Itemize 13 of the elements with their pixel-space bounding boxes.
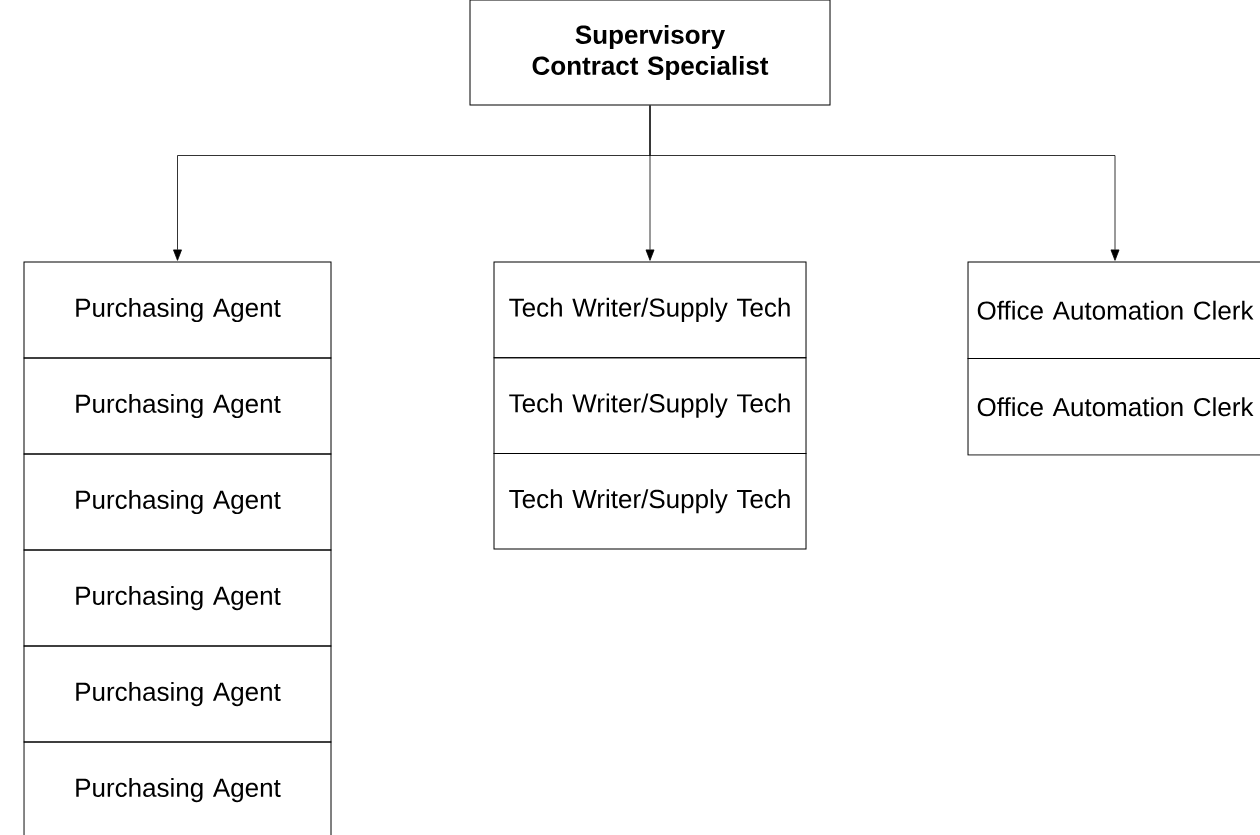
role-box: Purchasing Agent	[23, 549, 332, 647]
role-box: Tech Writer/Supply Tech	[493, 452, 807, 550]
role-box: Tech Writer/Supply Tech	[493, 357, 807, 454]
role-box: Purchasing Agent	[23, 453, 332, 551]
role-box: Office Automation Clerk	[967, 358, 1260, 456]
role-box: Purchasing Agent	[23, 357, 332, 455]
role-box: Purchasing Agent	[23, 261, 332, 359]
role-box: Purchasing Agent	[23, 645, 332, 743]
role-box: Office Automation Clerk	[967, 261, 1260, 359]
role-box: Tech Writer/Supply Tech	[493, 261, 807, 359]
title-box: Supervisory Contract Specialist	[469, 0, 831, 106]
role-box: Purchasing Agent	[23, 741, 332, 835]
arrow	[649, 105, 1120, 261]
